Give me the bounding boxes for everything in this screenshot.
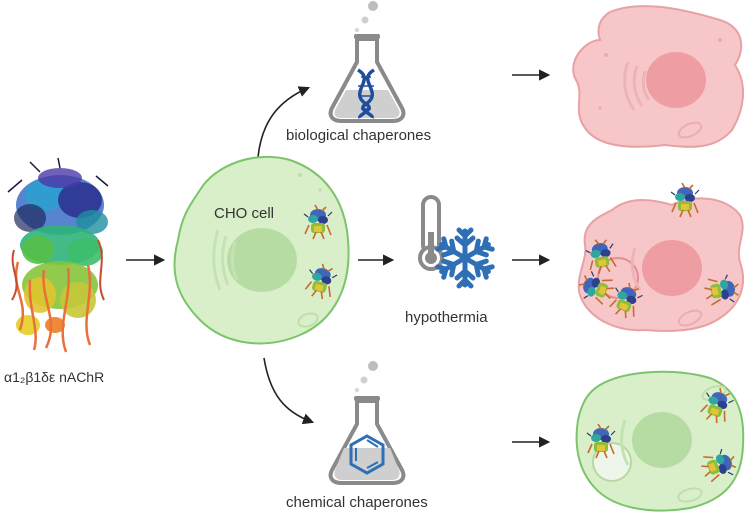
thermometer-icon: [418, 195, 444, 271]
green-cell-bottom: [575, 370, 745, 512]
pink-cell-middle: [574, 182, 745, 332]
receptor-label: α1₂β1δε nAChR: [4, 369, 105, 385]
cho-cell-label: CHO cell: [214, 205, 275, 222]
flask-dna-icon: [328, 1, 406, 123]
snowflake-icon: [437, 227, 493, 286]
biological-chaperones-label: biological chaperones: [286, 127, 432, 144]
pink-cell-top: [572, 5, 745, 148]
flask-benzene-icon: [328, 361, 406, 485]
hypothermia-label: hypothermia: [405, 309, 488, 326]
cho-cell: [173, 155, 350, 345]
chemical-chaperones-label: chemical chaperones: [286, 494, 428, 511]
arrows: [126, 69, 551, 448]
protein-structure-icon: [7, 157, 109, 353]
